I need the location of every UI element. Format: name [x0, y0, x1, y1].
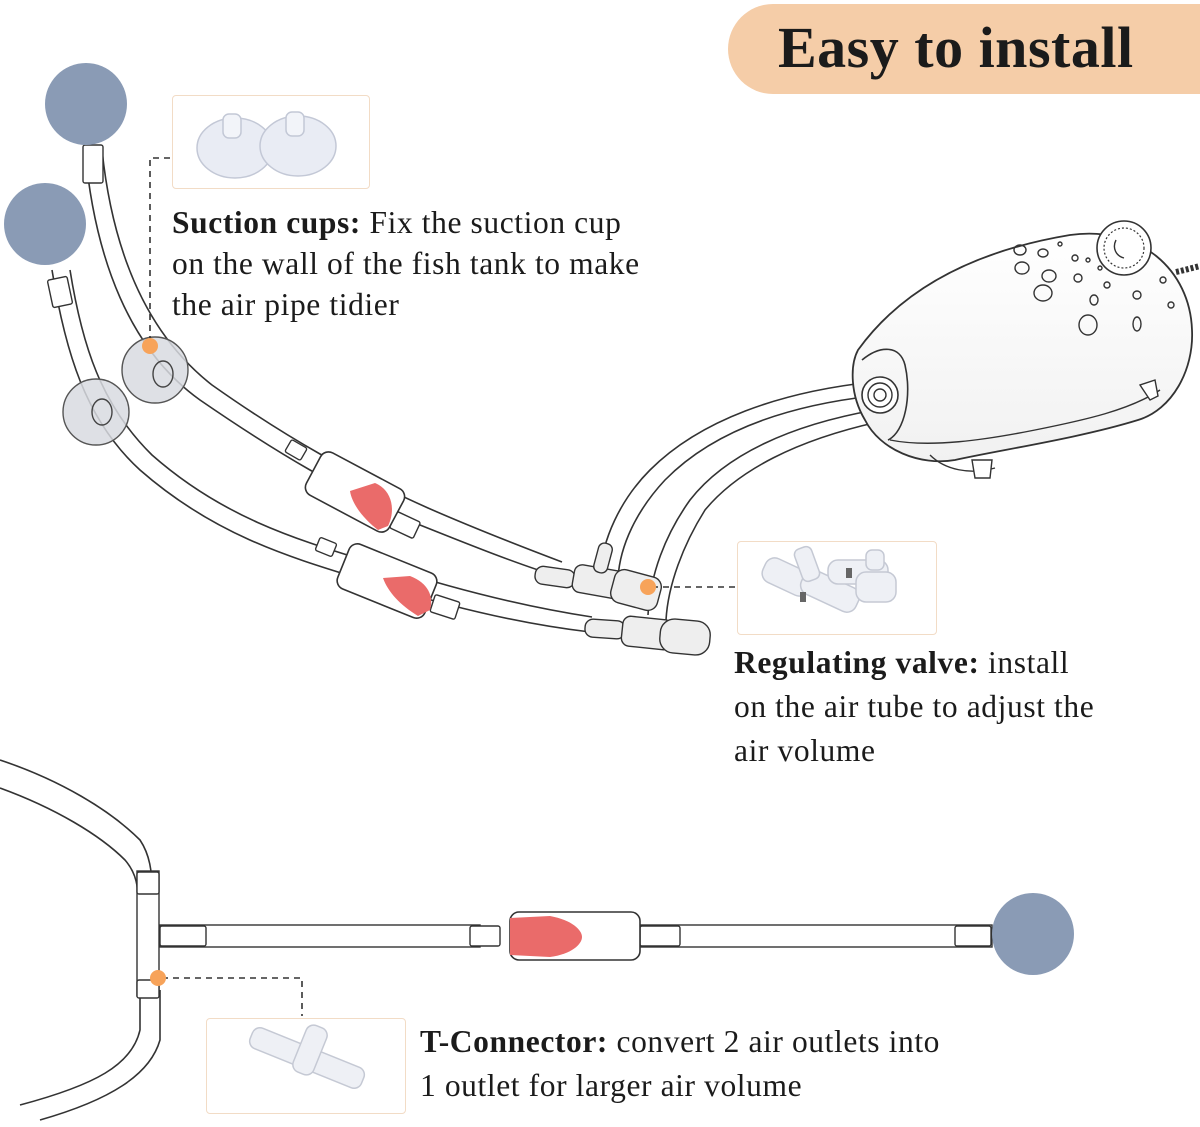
callout-dot: [150, 970, 166, 986]
caption-heading: Suction cups:: [172, 205, 361, 240]
upper-air-tube-2: [51, 269, 593, 633]
caption-line: 1 outlet for larger air volume: [420, 1068, 803, 1103]
caption-line: Regulating valve: install: [734, 641, 1184, 685]
caption-heading: Regulating valve:: [734, 645, 980, 680]
callout-leaders: [149, 157, 736, 1016]
suction-cup-icon: [196, 111, 337, 179]
caption-line: on the wall of the fish tank to make: [172, 246, 640, 281]
regulating-valve-icon: [761, 545, 897, 613]
t-connector-icon: [136, 870, 993, 999]
pump-outlet-tubes: [599, 381, 879, 621]
caption-line: T-Connector: convert 2 air outlets into: [420, 1020, 1060, 1064]
air-stone-icon: [992, 893, 1074, 975]
air-stone-icon: [4, 183, 86, 265]
inline-check-valve: [304, 451, 406, 533]
regulating-valve-thumbnail: [737, 541, 937, 635]
page-title: Easy to install: [778, 15, 1134, 80]
air-stone-icon: [45, 63, 127, 145]
caption-line: on the air tube to adjust the: [734, 689, 1095, 724]
title-banner: [728, 4, 1200, 94]
suction-cups-thumbnail: [172, 95, 370, 189]
upper-air-tube-1: [84, 149, 563, 578]
caption-text: install: [979, 645, 1070, 680]
caption-heading: T-Connector:: [420, 1024, 609, 1059]
caption-text: convert 2 air outlets into: [608, 1024, 941, 1059]
caption-line: air volume: [734, 733, 876, 768]
inline-check-valve: [509, 911, 641, 961]
callout-dot: [142, 338, 158, 354]
suction-cup-icon: [121, 336, 189, 404]
air-pump-icon: [851, 220, 1200, 479]
t-connector-icon: [248, 1024, 366, 1090]
suction-cup-icon: [62, 378, 130, 446]
suction-cups-caption: Suction cups: Fix the suction cup on the…: [172, 202, 742, 325]
inline-check-valve: [336, 543, 438, 619]
caption-text: Fix the suction cup: [360, 205, 622, 240]
tube-sleeves: [46, 144, 461, 620]
callout-dot: [640, 579, 656, 595]
regulating-valve-caption: Regulating valve: install on the air tub…: [734, 641, 1184, 773]
lower-air-tube: [0, 759, 161, 1121]
regulating-valve-icon: [534, 542, 711, 656]
caption-line: the air pipe tidier: [172, 287, 400, 322]
t-connector-caption: T-Connector: convert 2 air outlets into …: [420, 1020, 1060, 1108]
t-connector-thumbnail: [206, 1018, 406, 1114]
caption-line: Suction cups: Fix the suction cup: [172, 202, 742, 243]
